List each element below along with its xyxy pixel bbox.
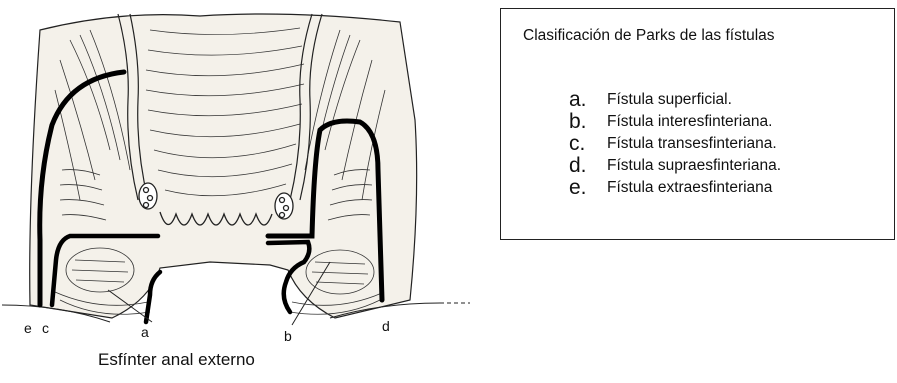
legend-box: Clasificación de Parks de las fístulas a… (500, 8, 895, 240)
label-a: a (141, 324, 149, 340)
legend-text: Fístula interesfinteriana. (607, 113, 772, 131)
legend-title: Clasificación de Parks de las fístulas (523, 27, 775, 45)
label-c: c (42, 320, 49, 336)
legend-letter: d. (569, 155, 607, 177)
legend-text: Fístula extraesfinteriana (607, 179, 772, 197)
legend-letter: b. (569, 111, 607, 133)
legend-text: Fístula superficial. (607, 91, 732, 109)
list-item: d. Fístula supraesfinteriana. (569, 155, 781, 177)
label-d: d (382, 318, 390, 334)
left-anal-glands (139, 183, 157, 209)
list-item: b. Fístula interesfinteriana. (569, 111, 781, 133)
legend-list: a. Fístula superficial. b. Fístula inter… (569, 89, 781, 199)
legend-letter: e. (569, 177, 607, 199)
list-item: e. Fístula extraesfinteriana (569, 177, 781, 199)
list-item: a. Fístula superficial. (569, 89, 781, 111)
legend-letter: c. (569, 133, 607, 155)
legend-letter: a. (569, 89, 607, 111)
list-item: c. Fístula transesfinteriana. (569, 133, 781, 155)
legend-text: Fístula transesfinteriana. (607, 135, 777, 153)
label-b: b (284, 328, 292, 344)
tissue-outline (30, 14, 417, 318)
anal-fistula-illustration: e c a b d Esfínter anal externo (0, 0, 470, 378)
legend-text: Fístula supraesfinteriana. (607, 157, 781, 175)
diagram-caption: Esfínter anal externo (98, 350, 255, 370)
anatomy-drawing (0, 0, 470, 378)
label-e: e (24, 320, 32, 336)
right-anal-glands (275, 193, 293, 219)
